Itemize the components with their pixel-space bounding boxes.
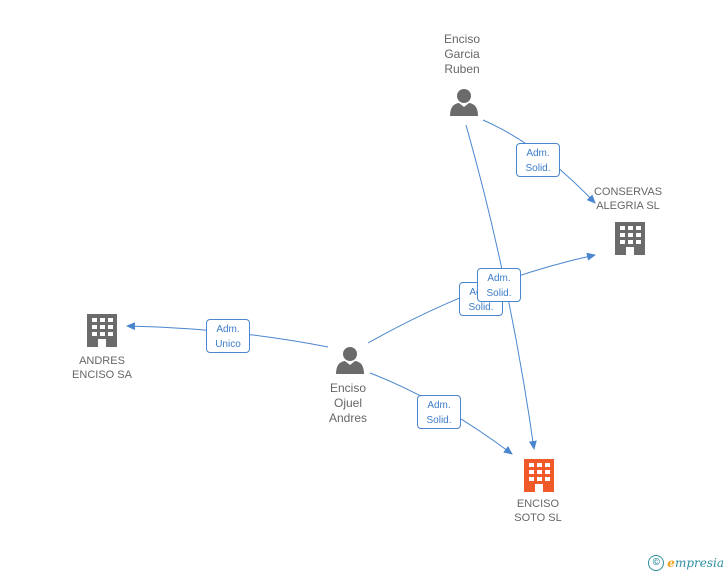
building-icon-highlighted[interactable] [524,459,554,492]
node-label-conservas-alegria[interactable]: CONSERVAS ALEGRIA SL [593,186,663,212]
copyright-icon: © [648,555,665,571]
node-label-enciso-ojuel-andres[interactable]: Enciso Ojuel Andres [328,381,368,425]
edge-label-garcia-conservas: Adm. Solid. [516,143,560,177]
person-icon[interactable] [450,89,478,116]
node-label-enciso-garcia-ruben[interactable]: Enciso Garcia Ruben [443,32,481,76]
building-icon[interactable] [87,314,117,347]
building-icon[interactable] [615,222,645,255]
edge-label-ojuel-soto: Adm. Solid. [417,395,461,429]
brand-logo: empresia [667,556,724,570]
edge-label-ojuel-andres: Adm. Unico [206,319,250,353]
person-icon[interactable] [336,347,364,374]
node-label-andres-enciso-sa[interactable]: ANDRES ENCISO SA [72,355,132,381]
edge-label-garcia-soto: Adm. Solid. [477,268,521,302]
node-label-enciso-soto-sl[interactable]: ENCISO SOTO SL [514,498,562,524]
footer-brand[interactable]: © empresia [648,555,724,571]
